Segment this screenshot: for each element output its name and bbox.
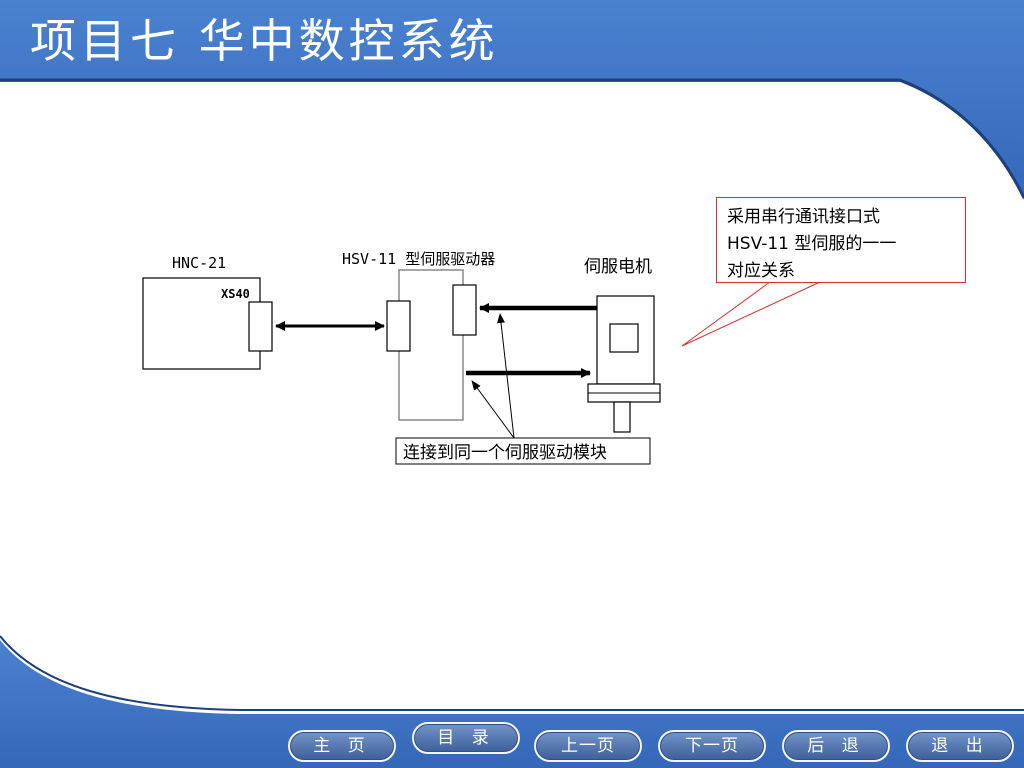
- callout-line-2: HSV-11 型伺服的一一: [727, 234, 897, 254]
- exit-button[interactable]: 退 出: [906, 730, 1014, 762]
- callout-box: 采用串行通讯接口式 HSV-11 型伺服的一一 对应关系: [716, 197, 966, 283]
- callout-line-3: 对应关系: [727, 261, 795, 281]
- port-label: XS40: [221, 287, 250, 301]
- next-page-button[interactable]: 下一页: [658, 730, 766, 762]
- drive-label: HSV-11 型伺服驱动器: [342, 250, 495, 268]
- note-pointer-lower: [471, 380, 515, 439]
- controller-port: [248, 301, 273, 352]
- callout-line-1: 采用串行通讯接口式: [727, 207, 880, 227]
- note-pointer-upper: [497, 313, 515, 439]
- motor-label: 伺服电机: [584, 257, 652, 277]
- back-button[interactable]: 后 退: [782, 730, 890, 762]
- controller-label: HNC-21: [172, 254, 226, 272]
- module-note: 连接到同一个伺服驱动模块: [403, 443, 607, 463]
- callout-pointer: [681, 281, 821, 347]
- drive-port-right: [452, 284, 477, 336]
- module-note-box: [395, 437, 651, 465]
- drive-port-left: [386, 300, 411, 352]
- slide-title: 项目七 华中数控系统: [30, 14, 499, 68]
- controller-box: [142, 277, 261, 370]
- home-button[interactable]: 主 页: [288, 730, 396, 762]
- contents-button[interactable]: 目 录: [412, 722, 520, 754]
- servo-motor-icon: [587, 295, 661, 433]
- prev-page-button[interactable]: 上一页: [534, 730, 642, 762]
- navigation-bar: 主 页 目 录 上一页 下一页 后 退 退 出: [288, 722, 1018, 766]
